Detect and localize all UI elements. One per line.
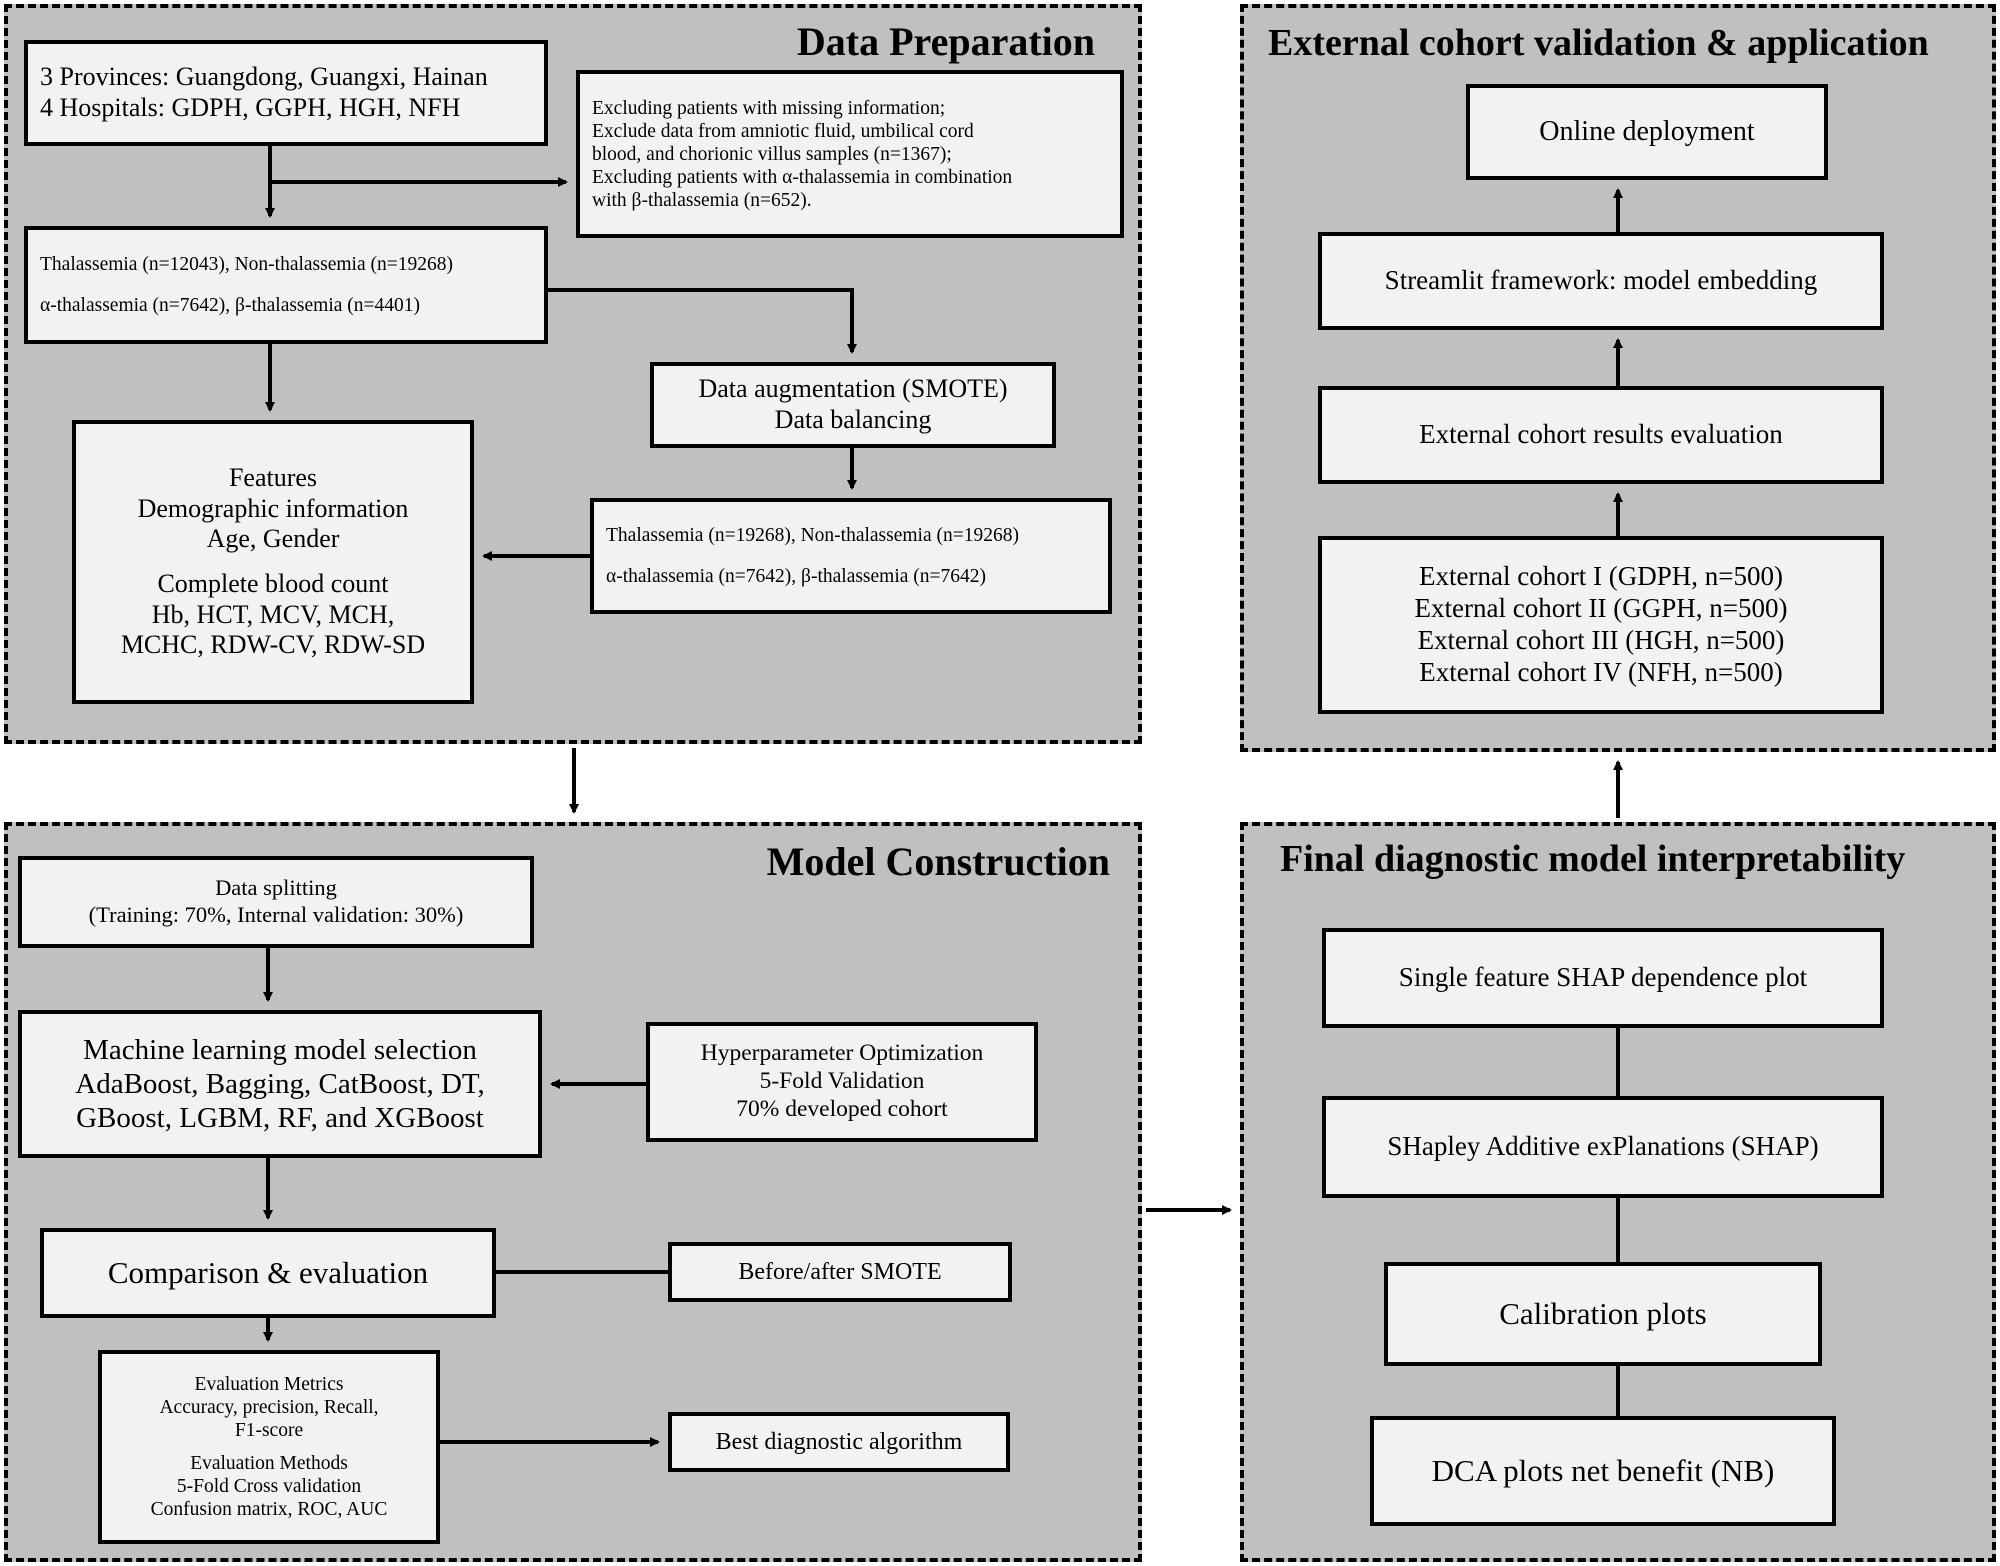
hyperparameter-line: 5-Fold Validation [759,1068,925,1095]
model-selection-line: AdaBoost, Bagging, CatBoost, DT, [75,1067,485,1100]
metrics-line: Evaluation Methods [190,1453,348,1474]
hyperparameter-line: Hyperparameter Optimization [700,1040,984,1067]
balanced-line-subtypes: α-thalassemia (n=7642), β-thalassemia (n… [606,566,987,587]
external-cohorts-box: External cohort I (GDPH, n=500) External… [1318,536,1884,714]
source-hospitals-box: 3 Provinces: Guangdong, Guangxi, Hainan … [24,40,548,146]
exclusion-line: with β-thalassemia (n=652). [592,189,812,211]
data-augmentation-box: Data augmentation (SMOTE) Data balancing [650,362,1056,448]
cohort-line-subtypes: α-thalassemia (n=7642), β-thalassemia (n… [40,295,421,316]
exclusion-criteria-box: Excluding patients with missing informat… [576,70,1124,238]
exclusion-line: blood, and chorionic villus samples (n=1… [592,143,952,165]
dca-box: DCA plots net benefit (NB) [1370,1416,1836,1526]
shap-label: SHapley Additive exPlanations (SHAP) [1387,1131,1819,1162]
metrics-line: F1-score [234,1420,304,1441]
shap-dependence-box: Single feature SHAP dependence plot [1322,928,1884,1028]
features-line: Complete blood count [157,569,389,598]
model-selection-box: Machine learning model selection AdaBoos… [18,1010,542,1158]
hyperparameter-box: Hyperparameter Optimization 5-Fold Valid… [646,1022,1038,1142]
features-line: Age, Gender [206,524,340,554]
streamlit-box: Streamlit framework: model embedding [1318,232,1884,330]
best-algorithm-box: Best diagnostic algorithm [668,1412,1010,1472]
online-deployment-box: Online deployment [1466,84,1828,180]
hyperparameter-line: 70% developed cohort [736,1095,948,1122]
features-line: Features [228,462,318,492]
balanced-line-thalassemia: Thalassemia (n=19268), Non-thalassemia (… [606,525,1019,546]
evaluation-metrics-box: Evaluation Metrics Accuracy, precision, … [98,1350,440,1544]
shap-dependence-label: Single feature SHAP dependence plot [1398,962,1808,993]
streamlit-label: Streamlit framework: model embedding [1384,265,1818,296]
before-after-smote-box: Before/after SMOTE [668,1242,1012,1302]
external-validation-title: External cohort validation & application [1268,22,1929,64]
interpretability-title: Final diagnostic model interpretability [1280,838,1906,880]
external-cohort-item: External cohort IV (NFH, n=500) [1419,656,1783,687]
external-evaluation-box: External cohort results evaluation [1318,386,1884,484]
cohort-counts-box: Thalassemia (n=12043), Non-thalassemia (… [24,226,548,344]
metrics-line: Confusion matrix, ROC, AUC [150,1499,388,1520]
augmentation-line: Data augmentation (SMOTE) [698,374,1008,404]
before-after-smote-label: Before/after SMOTE [738,1258,942,1285]
model-selection-line: GBoost, LGBM, RF, and XGBoost [76,1102,484,1135]
cohort-line-thalassemia: Thalassemia (n=12043), Non-thalassemia (… [40,254,453,275]
online-deployment-label: Online deployment [1539,116,1755,148]
data-splitting-line: (Training: 70%, Internal validation: 30%… [88,902,464,927]
external-cohort-item: External cohort III (HGH, n=500) [1417,625,1785,655]
data-splitting-line: Data splitting [215,875,337,901]
exclusion-line: Excluding patients with α-thalassemia in… [592,166,1013,188]
comparison-box: Comparison & evaluation [40,1228,496,1318]
features-line: MCHC, RDW-CV, RDW-SD [120,630,426,660]
calibration-box: Calibration plots [1384,1262,1822,1366]
model-selection-line: Machine learning model selection [83,1033,477,1066]
features-box: Features Demographic information Age, Ge… [72,420,474,704]
exclusion-line: Excluding patients with missing informat… [592,97,946,119]
source-line-hospitals: 4 Hospitals: GDPH, GGPH, HGH, NFH [40,93,461,122]
external-cohort-item: External cohort I (GDPH, n=500) [1419,561,1783,592]
source-line-provinces: 3 Provinces: Guangdong, Guangxi, Hainan [40,62,488,92]
metrics-line: Accuracy, precision, Recall, [159,1397,379,1418]
metrics-line: 5-Fold Cross validation [176,1476,362,1497]
best-algorithm-label: Best diagnostic algorithm [715,1428,963,1455]
exclusion-line: Exclude data from amniotic fluid, umbili… [592,120,974,142]
data-splitting-box: Data splitting (Training: 70%, Internal … [18,856,534,948]
comparison-label: Comparison & evaluation [107,1254,429,1290]
arrow-cohort-to-augmentation [548,288,857,354]
augmentation-line: Data balancing [774,405,932,434]
balanced-cohort-box: Thalassemia (n=19268), Non-thalassemia (… [590,498,1112,614]
model-construction-title: Model Construction [766,839,1110,884]
data-preparation-title: Data Preparation [796,19,1095,64]
features-line: Demographic information [137,493,409,523]
dca-label: DCA plots net benefit (NB) [1431,1452,1775,1488]
external-cohort-item: External cohort II (GGPH, n=500) [1414,593,1788,624]
metrics-line: Evaluation Metrics [194,1374,344,1395]
features-line: Hb, HCT, MCV, MCH, [151,599,395,629]
shap-box: SHapley Additive exPlanations (SHAP) [1322,1096,1884,1198]
calibration-label: Calibration plots [1499,1295,1707,1331]
external-evaluation-label: External cohort results evaluation [1419,419,1783,450]
